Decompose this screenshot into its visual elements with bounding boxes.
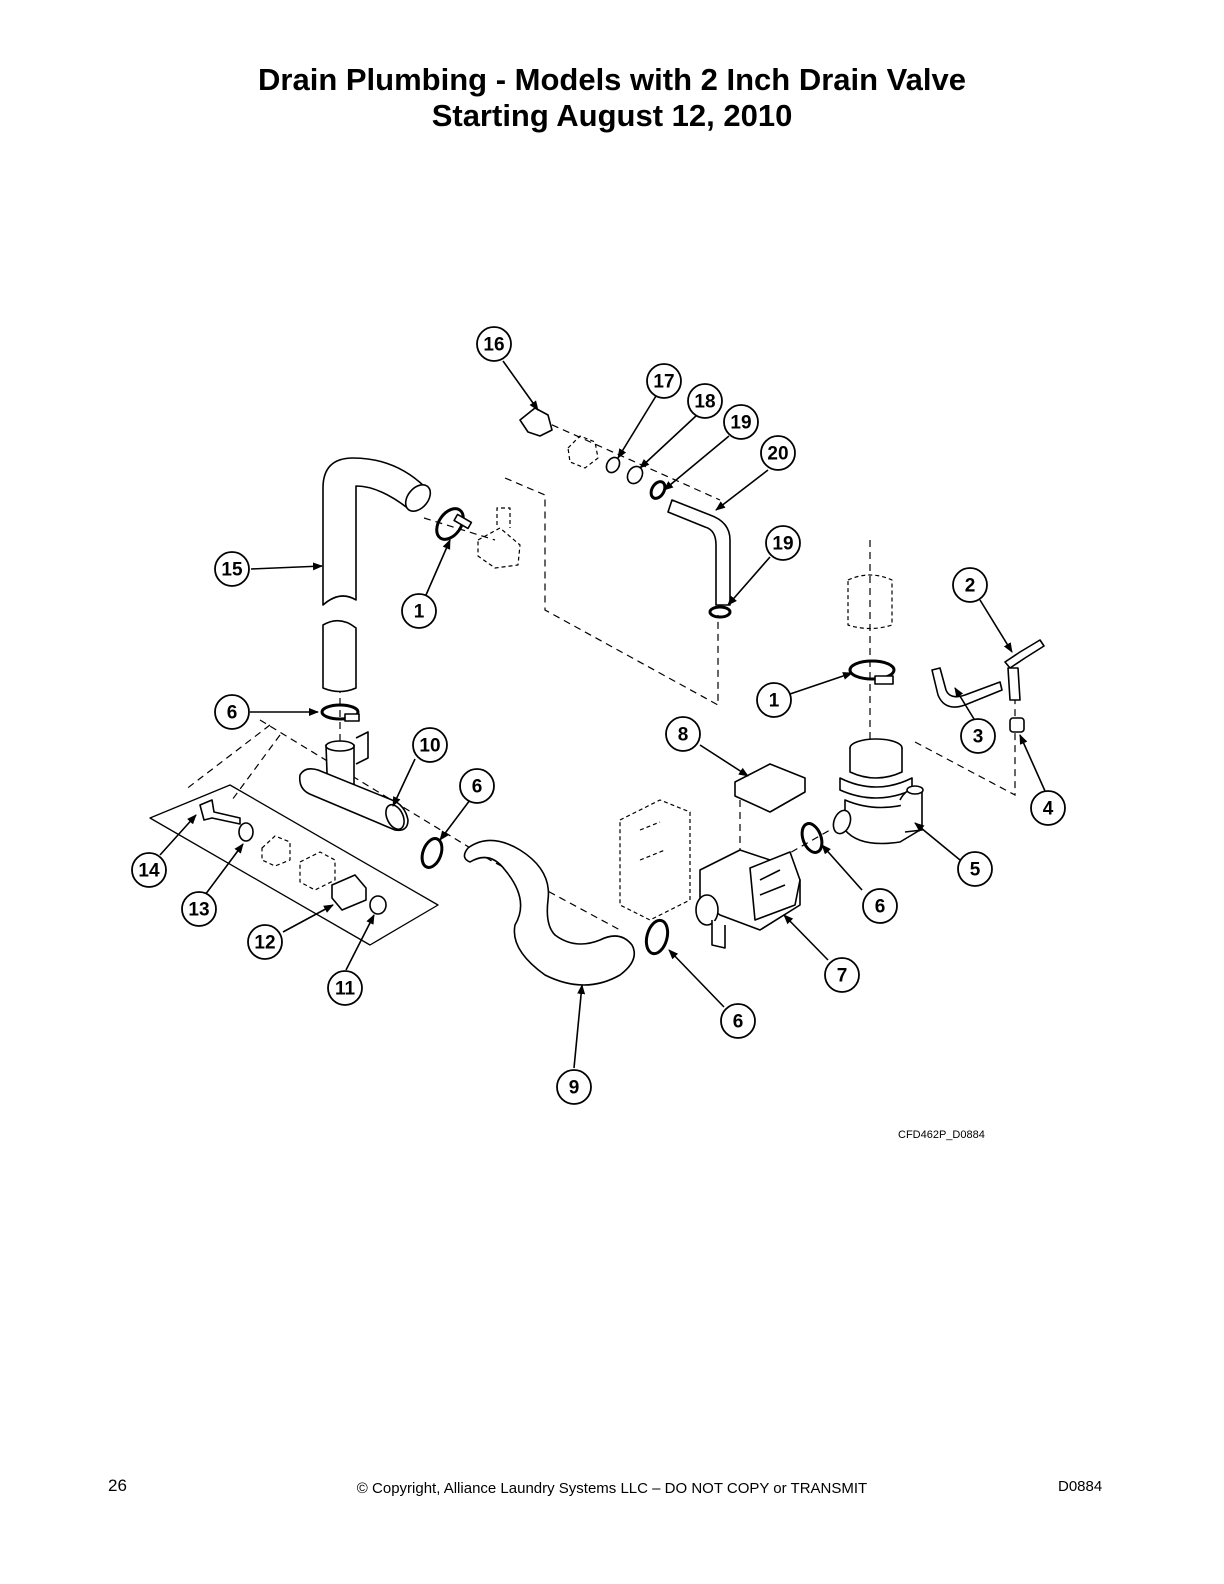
part-6-clamp-left bbox=[420, 837, 444, 869]
copyright-notice: © Copyright, Alliance Laundry Systems LL… bbox=[356, 1480, 868, 1497]
callout-18: 18 bbox=[694, 392, 715, 413]
callout-circles bbox=[131, 326, 1066, 1105]
document-code: D0884 bbox=[1058, 1478, 1103, 1495]
part-14-bolt bbox=[199, 799, 241, 825]
part-1-clamp-right bbox=[848, 659, 896, 681]
callout-12: 12 bbox=[254, 933, 275, 954]
callout-2: 2 bbox=[965, 576, 976, 597]
callout-1-left: 1 bbox=[414, 602, 425, 623]
part-8-cover bbox=[734, 763, 806, 813]
inset-box bbox=[149, 784, 439, 946]
page-number: 26 bbox=[108, 1476, 127, 1495]
part-19-clamp-upper bbox=[649, 480, 667, 500]
callout-19-lower: 19 bbox=[772, 534, 793, 555]
callout-1-right: 1 bbox=[769, 691, 780, 712]
callout-13: 13 bbox=[188, 900, 209, 921]
part-2-connector bbox=[1004, 639, 1045, 669]
callout-5: 5 bbox=[970, 860, 981, 881]
callout-3: 3 bbox=[973, 727, 984, 748]
callout-20: 20 bbox=[767, 444, 788, 465]
callout-16: 16 bbox=[483, 335, 504, 356]
callout-17: 17 bbox=[653, 372, 674, 393]
callout-8: 8 bbox=[678, 725, 689, 746]
callout-11: 11 bbox=[335, 979, 356, 1000]
callout-labels: 16 17 18 19 20 19 15 1 2 1 3 6 10 6 8 4 … bbox=[138, 335, 1053, 1099]
callout-10: 10 bbox=[419, 736, 440, 757]
part-11-nut bbox=[369, 895, 387, 915]
parts-line-art bbox=[149, 407, 1045, 986]
part-12-plate bbox=[331, 874, 367, 911]
callout-4: 4 bbox=[1043, 799, 1054, 820]
assembly-guide-lines bbox=[184, 414, 1016, 931]
figure-id: CFD462P_D0884 bbox=[898, 1129, 985, 1141]
callout-9: 9 bbox=[569, 1078, 580, 1099]
callout-15: 15 bbox=[221, 560, 243, 581]
part-18-nut bbox=[626, 465, 644, 485]
part-3-hose bbox=[931, 667, 1003, 708]
part-20-small-hose bbox=[667, 499, 731, 606]
part-19-clamp-lower bbox=[708, 605, 732, 619]
part-6-clamp-right bbox=[800, 822, 824, 854]
callout-6-right: 6 bbox=[875, 897, 886, 918]
part-6-clamp-top bbox=[320, 703, 360, 721]
leader-arrows bbox=[159, 360, 1046, 1069]
part-7-drain-valve bbox=[695, 849, 801, 949]
callout-19-upper: 19 bbox=[730, 413, 751, 434]
callout-7: 7 bbox=[837, 966, 848, 987]
callout-6-top: 6 bbox=[227, 703, 238, 724]
part-13-washer bbox=[238, 822, 254, 842]
callout-14: 14 bbox=[138, 861, 160, 882]
part-10-tee bbox=[298, 731, 409, 832]
part-9-s-hose bbox=[463, 839, 636, 986]
title-line-1: Drain Plumbing - Models with 2 Inch Drai… bbox=[258, 62, 966, 97]
part-5-drain-fitting bbox=[832, 738, 924, 845]
part-15-hose-end bbox=[404, 484, 432, 512]
part-4-cap bbox=[1009, 717, 1025, 733]
part-6-clamp-lower bbox=[644, 918, 670, 956]
page-title: Drain Plumbing - Models with 2 Inch Drai… bbox=[0, 62, 1224, 134]
part-17-washer bbox=[605, 456, 621, 474]
part-1-clamp-upper bbox=[435, 507, 465, 541]
callout-6-mid: 6 bbox=[472, 777, 483, 798]
callout-6-lower: 6 bbox=[733, 1012, 744, 1033]
title-line-2: Starting August 12, 2010 bbox=[431, 98, 793, 133]
part-15-bent-hose bbox=[322, 457, 426, 606]
part-16-fitting bbox=[519, 407, 553, 437]
part-15-hose-lower bbox=[322, 619, 357, 693]
